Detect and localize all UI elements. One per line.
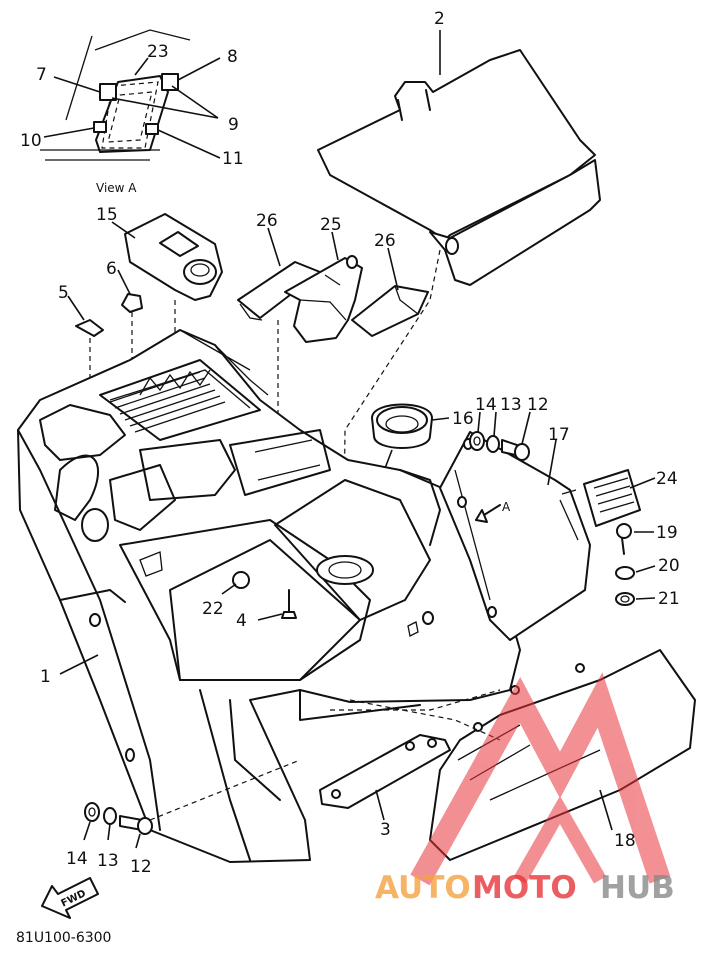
callout-5: 5	[58, 283, 69, 303]
callout-16: 16	[452, 409, 474, 429]
leader-6	[117, 269, 131, 295]
washer-part-13-upper	[486, 435, 500, 453]
callout-12-lower: 12	[130, 857, 152, 877]
callout-14-lower: 14	[66, 849, 88, 869]
clip-part-6	[121, 293, 143, 313]
callout-11: 11	[222, 149, 244, 169]
callout-13-lower: 13	[97, 851, 119, 871]
clip-10-icon	[93, 121, 107, 133]
guide-2	[341, 249, 441, 701]
bracket-part-3	[319, 734, 451, 809]
callout-10: 10	[20, 131, 42, 151]
washer-part-14-lower	[84, 802, 100, 822]
leader-5	[67, 295, 85, 321]
callout-22: 22	[202, 599, 224, 619]
leader-16	[431, 417, 450, 421]
lid-part-2	[317, 49, 601, 286]
callout-7: 7	[36, 65, 47, 85]
callout-21: 21	[658, 589, 680, 609]
callout-15: 15	[96, 205, 118, 225]
callout-2: 2	[434, 9, 445, 29]
leader-15	[111, 221, 136, 239]
label-part-24	[559, 469, 641, 541]
callout-13-upper: 13	[500, 395, 522, 415]
callout-labels: 2 23 8 7 9 10 11 View A 15 26 25 26 6 5 …	[16, 9, 680, 946]
callout-18: 18	[614, 831, 636, 851]
view-a-label: View A	[96, 181, 137, 195]
callout-26-right: 26	[374, 231, 396, 251]
watermark-triangle-icon	[410, 672, 671, 886]
part-code: 81U100-6300	[16, 930, 111, 946]
callout-19: 19	[656, 523, 678, 543]
callout-26-left: 26	[256, 211, 278, 231]
screw-part-19	[616, 523, 632, 555]
callout-25: 25	[320, 215, 342, 235]
view-arrow-label: A	[502, 500, 511, 514]
bolt-part-12-lower	[119, 815, 153, 835]
view-a-leaders	[43, 57, 221, 159]
clip-8-icon	[161, 73, 179, 91]
screw-part-4	[281, 589, 297, 619]
callout-3: 3	[380, 820, 391, 840]
watermark-wordmark: AUTO MOTO HUB	[375, 870, 675, 906]
grommet-part-16	[371, 403, 433, 449]
washer-part-13-lower	[103, 807, 117, 825]
clip-11-icon	[145, 123, 159, 135]
callout-14-upper: 14	[475, 395, 497, 415]
fwd-arrow-icon	[41, 877, 99, 919]
watermark-logo	[410, 672, 671, 886]
bracket-part-25	[284, 255, 363, 343]
callout-6: 6	[106, 259, 117, 279]
watermark-hub: HUB	[600, 870, 675, 906]
callout-1: 1	[40, 667, 51, 687]
callout-8: 8	[227, 47, 238, 67]
callout-23: 23	[147, 42, 169, 62]
callout-17: 17	[548, 425, 570, 445]
callout-24: 24	[656, 469, 678, 489]
bolt-part-12-upper	[501, 439, 530, 461]
washer-part-14-upper	[469, 431, 485, 451]
callout-20: 20	[658, 556, 680, 576]
ribbed-tray	[109, 371, 226, 433]
nut-part-20	[615, 566, 635, 580]
callout-9: 9	[228, 115, 239, 135]
console-logo-icon	[139, 369, 211, 396]
pad-part-26-right	[351, 285, 429, 337]
callout-4: 4	[236, 611, 247, 631]
console-body-part-1	[17, 329, 521, 863]
leader-1	[59, 654, 99, 675]
nut-part-21	[615, 592, 635, 606]
plug-part-22	[232, 571, 250, 589]
cup-holder-part-15	[124, 213, 223, 301]
callout-12-upper: 12	[527, 395, 549, 415]
watermark-moto: MOTO	[472, 870, 577, 906]
watermark-auto: AUTO	[375, 870, 471, 906]
clip-part-5	[75, 319, 104, 337]
